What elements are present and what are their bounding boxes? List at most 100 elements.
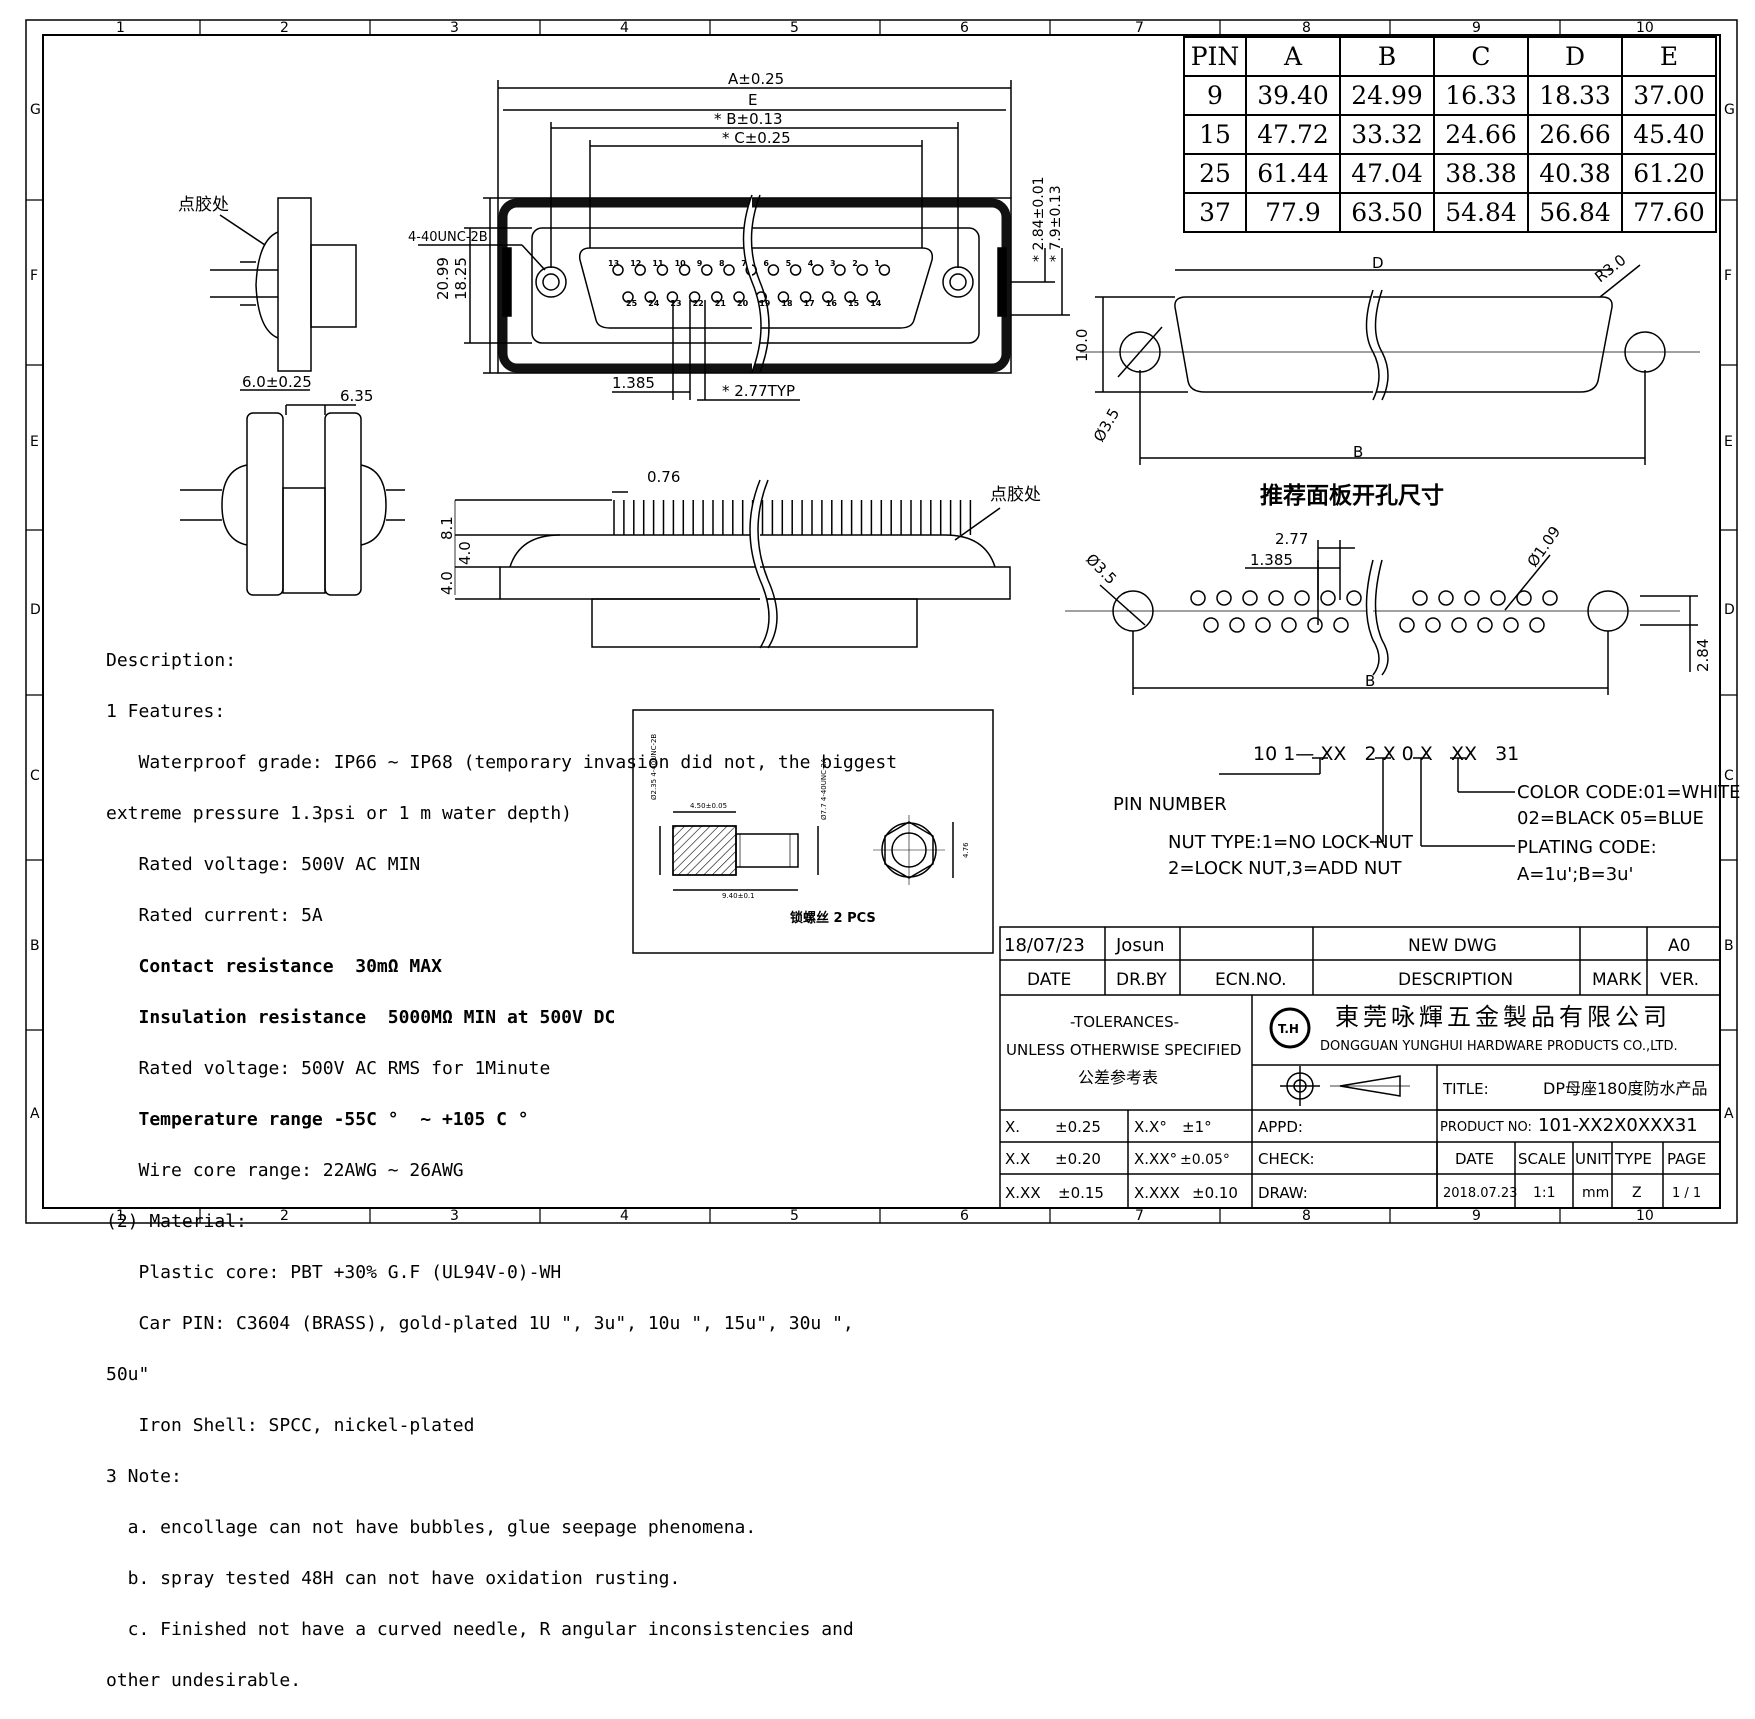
col-10: 10 bbox=[1636, 20, 1654, 36]
cell: 47.72 bbox=[1245, 114, 1341, 155]
h-ecn: ECN.NO. bbox=[1215, 970, 1287, 990]
th-a: A bbox=[1245, 36, 1341, 77]
cutout-hole bbox=[1229, 617, 1245, 633]
desc-line: extreme pressure 1.3psi or 1 m water dep… bbox=[106, 802, 572, 824]
cell: 37 bbox=[1183, 192, 1247, 233]
panel-cutout-holes bbox=[1065, 540, 1698, 695]
nut-type-1: NUT TYPE:1=NO LOCK NUT bbox=[1168, 832, 1414, 853]
desc-line: Rated current: 5A bbox=[106, 904, 323, 926]
dim-635: 6.35 bbox=[340, 387, 373, 405]
title-label: TITLE: bbox=[1442, 1080, 1489, 1098]
col-9b: 9 bbox=[1472, 1208, 1481, 1224]
cutout-pins-top bbox=[1190, 590, 1558, 606]
col-1b: 1 bbox=[116, 1208, 125, 1224]
desc-line: Car PIN: C3604 (BRASS), gold-plated 1U "… bbox=[106, 1312, 854, 1334]
cell: 45.40 bbox=[1621, 114, 1717, 155]
cut-dia35b: Ø3.5 bbox=[1082, 550, 1120, 588]
col-6: 6 bbox=[960, 20, 969, 36]
outer-frame bbox=[25, 19, 1738, 1224]
bottom-side-view bbox=[454, 479, 1011, 649]
rev-by: Josun bbox=[1115, 935, 1165, 956]
nut-d3: Ø7.7 4-40UNC-2A bbox=[820, 758, 828, 820]
dim-1825: 18.25 bbox=[452, 257, 470, 300]
cell: 47.04 bbox=[1339, 153, 1435, 194]
dim-thread: 4-40UNC-2B bbox=[408, 230, 488, 245]
tol-x-v: ±0.25 bbox=[1055, 1118, 1101, 1136]
product-label: PRODUCT NO: bbox=[1440, 1120, 1532, 1135]
pin-hole bbox=[723, 264, 735, 276]
pin-hole bbox=[866, 291, 878, 303]
pin-number-label: 22 bbox=[693, 299, 704, 308]
desc-line: Contact resistance 30mΩ MAX bbox=[106, 955, 442, 977]
nut-d4: 9.40±0.1 bbox=[722, 892, 755, 900]
cell: 16.33 bbox=[1433, 75, 1529, 116]
cut-b: B bbox=[1353, 443, 1363, 461]
cutout-hole bbox=[1412, 590, 1428, 606]
glue-label-2: 点胶处 bbox=[990, 485, 1041, 505]
appd-label: APPD: bbox=[1258, 1118, 1303, 1136]
h-ver: VER. bbox=[1660, 970, 1699, 990]
cell: 24.66 bbox=[1433, 114, 1529, 155]
h-desc: DESCRIPTION bbox=[1398, 970, 1513, 990]
th-pin: PIN bbox=[1183, 36, 1247, 77]
th-e: E bbox=[1621, 36, 1717, 77]
dim-40b: 4.0 bbox=[438, 571, 456, 595]
cell: 9 bbox=[1183, 75, 1247, 116]
col-9: 9 bbox=[1472, 20, 1481, 36]
cell: 77.60 bbox=[1621, 192, 1717, 233]
pin-number-label: 20 bbox=[737, 299, 749, 308]
desc-line: Insulation resistance 5000MΩ MIN at 500V… bbox=[106, 1006, 616, 1028]
tol-xxxx: X.XXX bbox=[1134, 1184, 1180, 1202]
row-c: C bbox=[30, 768, 40, 784]
desc-line: Rated voltage: 500V AC MIN bbox=[106, 853, 421, 875]
rev-date: 18/07/23 bbox=[1004, 935, 1085, 956]
tol-2: UNLESS OTHERWISE SPECIFIED bbox=[1006, 1041, 1241, 1059]
row-d: D bbox=[30, 602, 41, 618]
tol-x: X. bbox=[1005, 1118, 1020, 1136]
pin-hole bbox=[733, 291, 745, 303]
nut-d2: 4.50±0.05 bbox=[690, 802, 727, 810]
col-5: 5 bbox=[790, 20, 799, 36]
dim-79: * 7.9±0.13 bbox=[1048, 185, 1064, 262]
pin-hole bbox=[767, 264, 780, 276]
tol-xxa: X.XX° bbox=[1134, 1150, 1177, 1168]
pin-number-label: 16 bbox=[826, 299, 838, 308]
pin-number-label: 9 bbox=[697, 259, 703, 268]
inner-frame bbox=[42, 34, 1721, 1209]
desc-line: c. Finished not have a curved needle, R … bbox=[106, 1618, 854, 1640]
pin-hole bbox=[634, 264, 646, 276]
cell: 33.32 bbox=[1339, 114, 1435, 155]
color-code-1: COLOR CODE:01=WHITE bbox=[1517, 782, 1741, 803]
glue-label-1: 点胶处 bbox=[178, 195, 229, 215]
logo-text: T.H bbox=[1278, 1022, 1299, 1036]
pin-hole bbox=[644, 291, 656, 303]
tol-xxx-v: ±0.15 bbox=[1058, 1184, 1104, 1202]
cutout-hole bbox=[1190, 590, 1206, 606]
th-b: B bbox=[1339, 36, 1435, 77]
front-shell-outer bbox=[497, 197, 1012, 374]
pin-number-label: 24 bbox=[648, 299, 660, 308]
pin-hole bbox=[688, 291, 701, 303]
col-4b: 4 bbox=[620, 1208, 629, 1224]
h-date: DATE bbox=[1027, 970, 1071, 990]
cutout-hole bbox=[1203, 617, 1219, 633]
cell: 15 bbox=[1183, 114, 1247, 155]
pin-number-label: 5 bbox=[786, 259, 792, 268]
side-view-top bbox=[210, 197, 357, 406]
dim-81: 8.1 bbox=[438, 516, 456, 540]
pin-hole bbox=[701, 264, 713, 276]
h-drby: DR.BY bbox=[1116, 970, 1167, 990]
pin-hole bbox=[799, 291, 812, 303]
pin-number-label: 14 bbox=[870, 299, 882, 308]
desc-line: Plastic core: PBT +30% G.F (UL94V-0)-WH bbox=[106, 1261, 562, 1283]
col-8b: 8 bbox=[1302, 1208, 1311, 1224]
nut-d1: Ø2.35 4-40UNC-2B bbox=[650, 734, 658, 800]
col-8: 8 bbox=[1302, 20, 1311, 36]
dim-6: 6.0±0.25 bbox=[242, 373, 312, 391]
row-a-r: A bbox=[1724, 1106, 1734, 1122]
